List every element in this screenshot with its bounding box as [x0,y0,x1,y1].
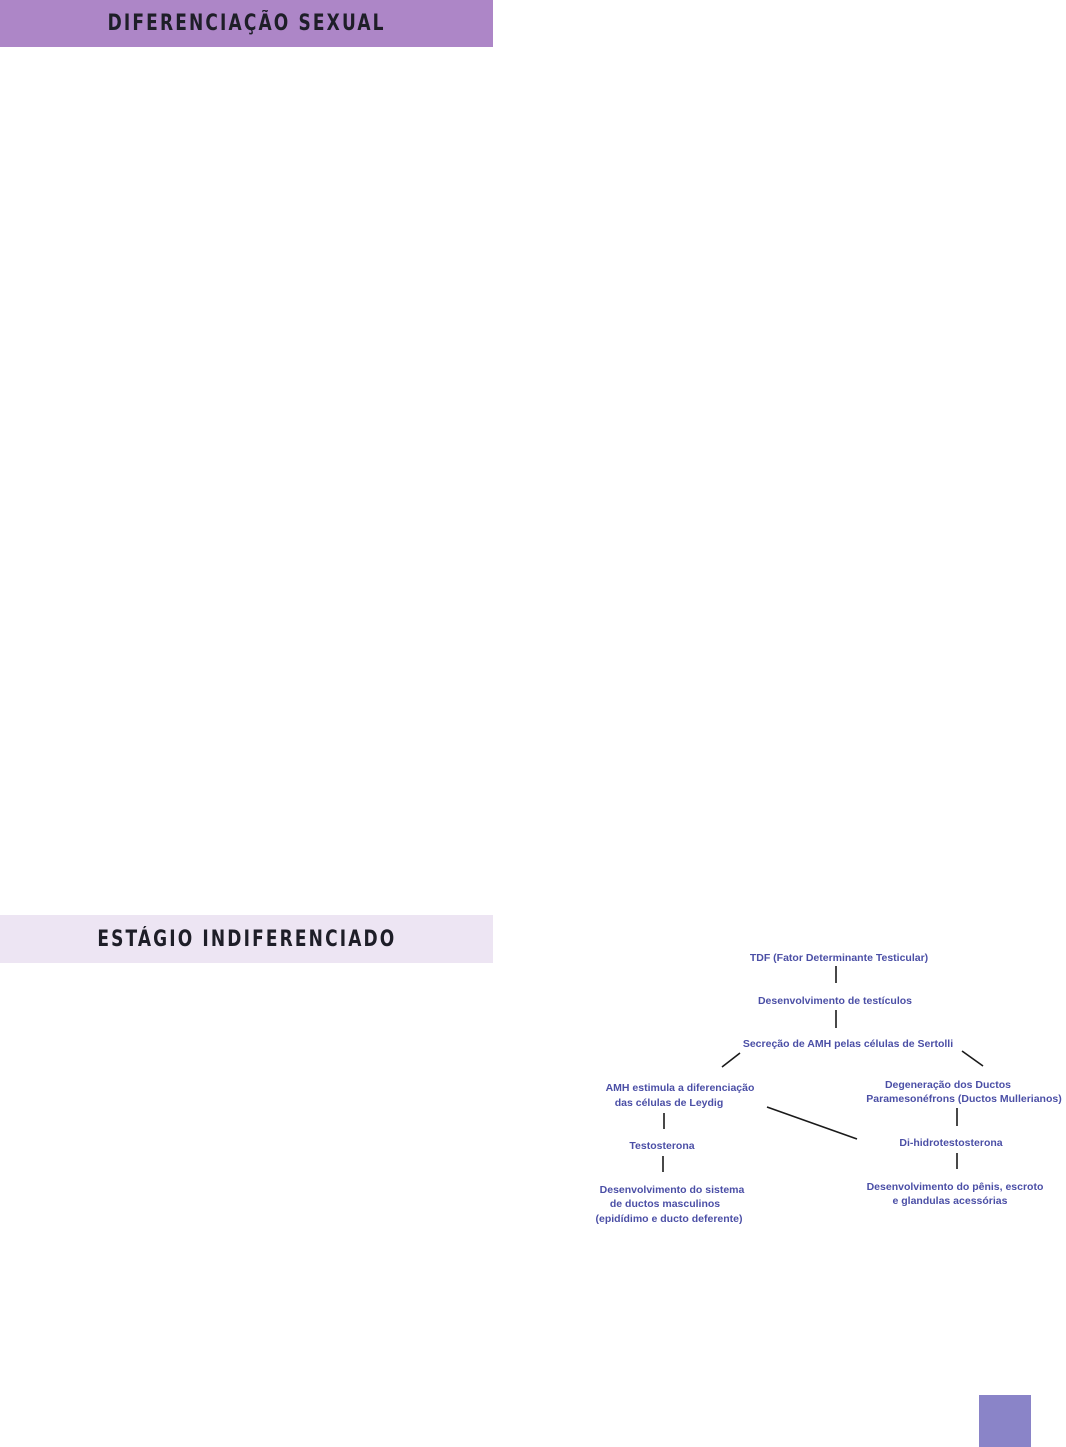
node-tdf: TDF (Fator Determinante Testicular) [750,952,928,964]
connector-leydig-dht [766,1106,858,1140]
node-ductos-masculinos-line3: (epidídimo e ducto deferente) [595,1213,742,1225]
connector-secrecao-degeneracao [961,1050,984,1067]
node-amh-leydig-line1: AMH estimula a diferenciação [606,1082,755,1094]
node-ductos-masculinos-line1: Desenvolvimento do sistema [600,1184,745,1196]
section-title: ESTÁGIO INDIFERENCIADO [96,926,397,952]
node-testosterona: Testosterona [629,1140,694,1152]
connector-secrecao-amh-leydig [721,1052,741,1068]
node-amh-leydig-line2: das células de Leydig [615,1097,724,1109]
section-banner-diferenciacao-sexual: DIFERENCIAÇÃO SEXUAL [0,0,493,47]
section-title: DIFERENCIAÇÃO SEXUAL [107,11,386,36]
node-penis-escroto-line2: e glandulas acessórias [893,1195,1008,1207]
node-ductos-masculinos-line2: de ductos masculinos [610,1198,720,1210]
page-number-box [979,1395,1031,1447]
node-desenvolvimento-testiculos: Desenvolvimento de testículos [758,995,912,1007]
node-degeneracao-line2: Paramesonéfrons (Ductos Mullerianos) [866,1093,1061,1105]
node-degeneracao-line1: Degeneração dos Ductos [885,1079,1011,1091]
node-di-hidrotestosterona: Di-hidrotestosterona [899,1137,1002,1149]
node-secrecao-amh: Secreção de AMH pelas células de Sertoll… [743,1038,953,1050]
section-banner-estagio-indiferenciado: ESTÁGIO INDIFERENCIADO [0,915,493,963]
node-penis-escroto-line1: Desenvolvimento do pênis, escroto [867,1181,1044,1193]
